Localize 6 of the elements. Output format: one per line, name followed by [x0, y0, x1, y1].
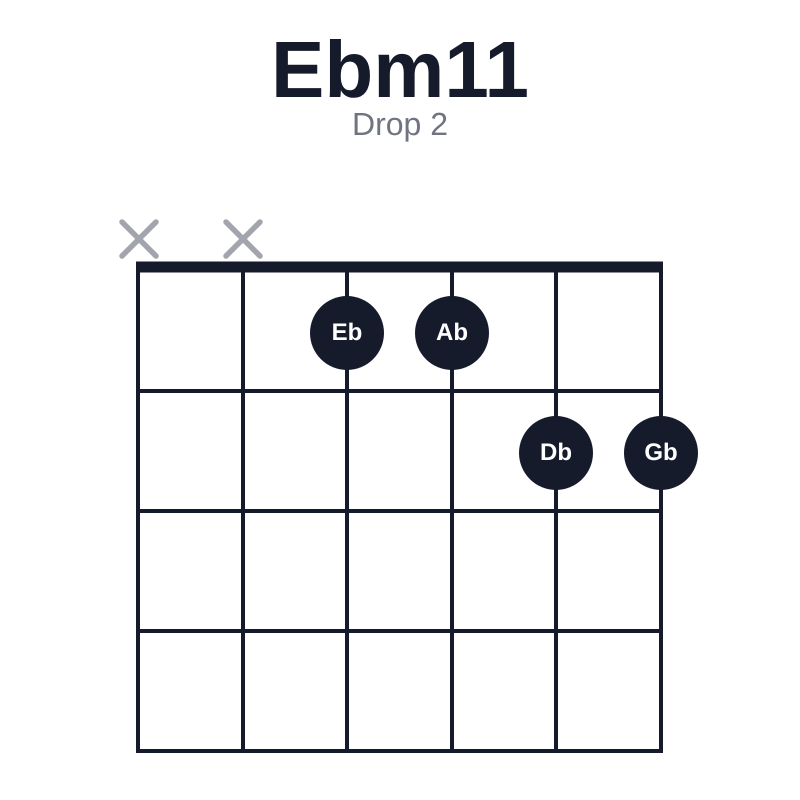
- finger-dot: Ab: [415, 296, 489, 370]
- finger-dot: Db: [519, 416, 593, 490]
- finger-dot: Gb: [624, 416, 698, 490]
- chord-title: Ebm11: [271, 33, 529, 107]
- finger-dot: Eb: [310, 296, 384, 370]
- chord-subtitle: Drop 2: [352, 108, 448, 140]
